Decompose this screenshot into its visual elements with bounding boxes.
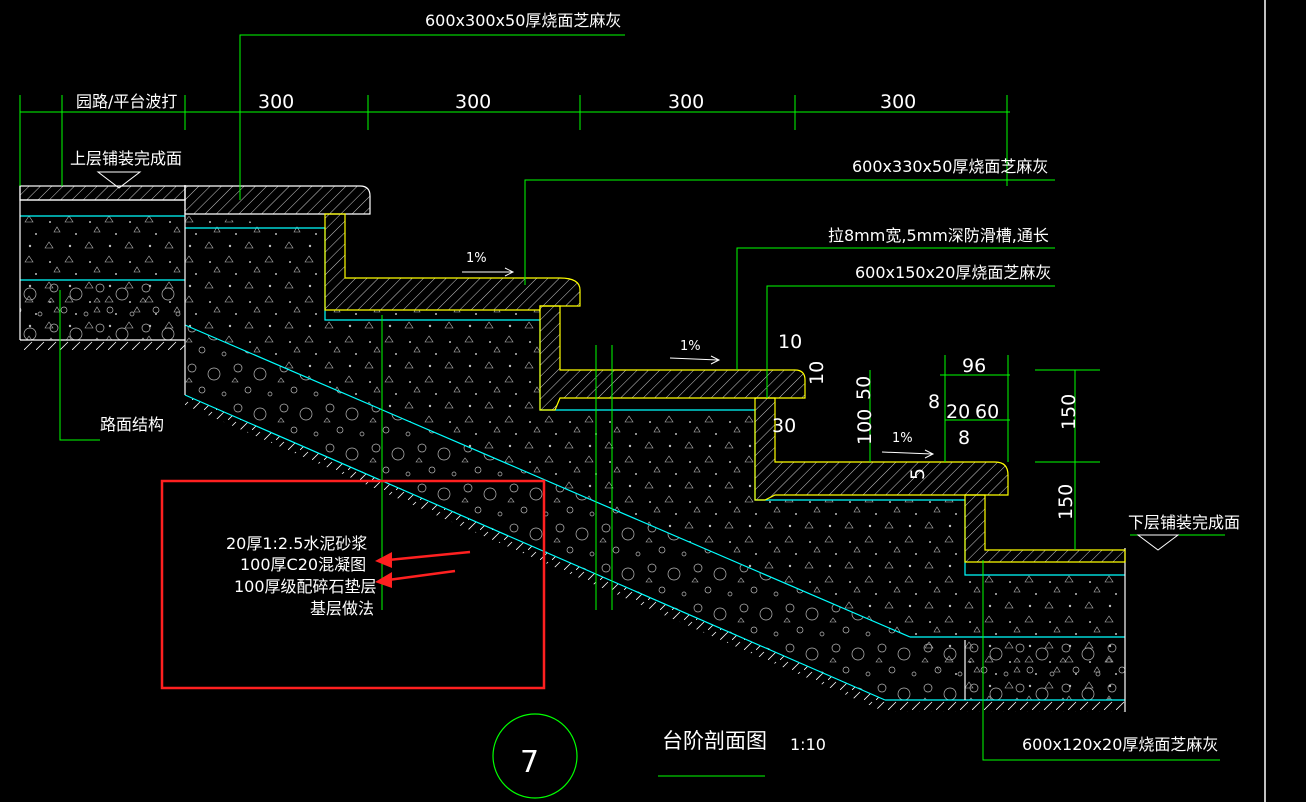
label-upper-finish: 上层铺装完成面 — [70, 149, 182, 168]
label-lower-finish: 下层铺装完成面 — [1128, 513, 1240, 532]
drawing-scale: 1:10 — [790, 735, 826, 754]
stone-slabs — [19, 185, 1126, 563]
dim-30: 30 — [772, 415, 796, 437]
red-arrowhead-icon — [375, 552, 392, 568]
dimension-lines — [19, 34, 1225, 777]
dim-top-3: 300 — [668, 91, 704, 113]
level-marker-icon — [96, 171, 142, 189]
label-road-structure: 路面结构 — [100, 415, 164, 434]
drawing-title: 台阶剖面图 — [662, 729, 767, 753]
fill-layers — [20, 216, 1125, 712]
label-slab-330: 600x330x50厚烧面芝麻灰 — [852, 157, 1048, 176]
slope-arrow-icon — [669, 355, 721, 365]
dim-10a: 10 — [778, 331, 802, 353]
dim-20: 20 — [946, 401, 970, 423]
label-slab-120: 600x120x20厚烧面芝麻灰 — [1022, 735, 1218, 754]
dim-8b: 8 — [958, 427, 970, 449]
label-slab-150: 600x150x20厚烧面芝麻灰 — [855, 263, 1051, 282]
slope-label-3: 1% — [892, 431, 913, 446]
layer-label-4: 基层做法 — [310, 599, 374, 618]
slope-arrow-icon — [462, 267, 515, 277]
layer-label-3: 100厚级配碎石垫层 — [234, 577, 377, 596]
dim-60: 60 — [975, 401, 999, 423]
dim-8a: 8 — [928, 391, 940, 413]
text-labels: 600x300x50厚烧面芝麻灰 园路/平台波打 300 300 300 300… — [70, 11, 1240, 780]
drawing-number-circle — [492, 713, 578, 799]
dim-top-4: 300 — [880, 91, 916, 113]
red-arrow-icon — [387, 550, 471, 562]
dim-50: 50 — [853, 376, 875, 400]
dim-5: 5 — [907, 468, 929, 480]
level-marker-icon — [1136, 534, 1180, 551]
dim-10b: 10 — [806, 361, 828, 385]
slope-arrow-icon — [881, 449, 935, 459]
dim-150a: 150 — [1058, 394, 1080, 430]
highlight-box — [160, 479, 546, 690]
drawing-number: 7 — [520, 745, 539, 780]
layer-label-2: 100厚C20混凝图 — [240, 555, 366, 574]
layer-label-1: 20厚1:2.5水泥砂浆 — [226, 534, 367, 553]
dim-150b: 150 — [1055, 484, 1077, 520]
dim-top-2: 300 — [455, 91, 491, 113]
label-top-slab: 600x300x50厚烧面芝麻灰 — [425, 11, 621, 30]
red-arrow-icon — [387, 569, 456, 582]
dim-96: 96 — [962, 355, 986, 377]
slope-label-1: 1% — [466, 251, 487, 266]
slope-label-2: 1% — [680, 339, 701, 354]
red-arrowhead-icon — [375, 572, 392, 588]
dim-top-1: 300 — [258, 91, 294, 113]
label-top-left: 园路/平台波打 — [76, 92, 177, 111]
label-groove: 拉8mm宽,5mm深防滑槽,通长 — [828, 226, 1049, 245]
dim-100: 100 — [854, 409, 876, 445]
